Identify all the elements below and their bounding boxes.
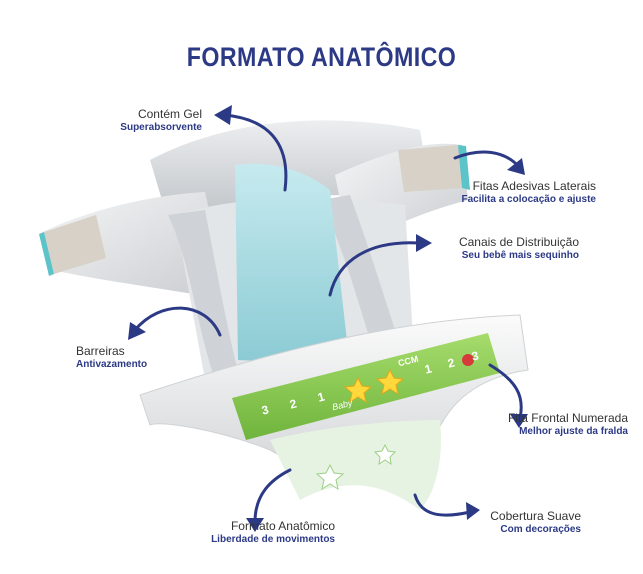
- left-tab: [44, 215, 106, 274]
- arrowhead: [510, 414, 528, 428]
- arrow-barriers: [133, 306, 222, 337]
- ladybug: [462, 354, 474, 366]
- arrow-anatomic: [253, 468, 292, 524]
- arrow-cover: [413, 493, 472, 517]
- arrow-gel: [223, 113, 288, 192]
- left-tab-edge: [39, 232, 54, 276]
- callout-sub: Facilita a colocação e ajuste: [461, 193, 596, 205]
- callout-sub: Superabsorvente: [120, 121, 202, 133]
- left-ruffle: [168, 210, 240, 380]
- callout-tapes: Fitas Adesivas Laterais Facilita a coloc…: [461, 179, 596, 205]
- callout-barriers: Barreiras Antivazamento: [76, 344, 148, 370]
- right-ruffle: [320, 195, 405, 365]
- arrow-channels: [328, 241, 422, 297]
- callout-gel: Contém Gel Superabsorvente: [120, 107, 202, 133]
- callout-sub: Seu bebê mais sequinho: [461, 249, 579, 261]
- callout-channels: Canais de Distribuição Seu bebê mais seq…: [458, 235, 579, 261]
- arrowhead: [507, 158, 525, 175]
- callout-main: Fitas Adesivas Laterais: [472, 179, 596, 193]
- callout-sub: Antivazamento: [76, 358, 148, 370]
- page-title: FORMATO ANATÔMICO: [186, 42, 457, 72]
- callout-main: Canais de Distribuição: [458, 235, 579, 249]
- arrow-heads: [128, 105, 528, 532]
- callout-main: Cobertura Suave: [490, 509, 581, 523]
- tape-star: [343, 376, 373, 404]
- arrowhead: [246, 518, 264, 532]
- callout-anatomic: Formato Anatômico Liberdade de movimento…: [211, 519, 335, 545]
- callout-sub: Com decorações: [500, 523, 581, 535]
- front-panel: [270, 420, 441, 510]
- arrowhead: [214, 105, 232, 125]
- tape-star: [375, 368, 405, 396]
- arrowhead: [466, 502, 480, 520]
- callout-main: Fita Frontal Numerada: [507, 411, 628, 425]
- callout-sub: Liberdade de movimentos: [211, 533, 335, 545]
- callout-main: Contém Gel: [137, 107, 202, 121]
- callout-main: Barreiras: [76, 344, 125, 358]
- arrowhead: [416, 234, 432, 252]
- panel-star: [315, 463, 345, 491]
- arrow-numbered: [488, 363, 523, 420]
- callout-numbered-tape: Fita Frontal Numerada Melhor ajuste da f…: [507, 411, 628, 437]
- callout-main: Formato Anatômico: [230, 519, 335, 533]
- gel-pad: [235, 163, 348, 361]
- right-tab: [398, 145, 462, 192]
- callout-sub: Melhor ajuste da fralda: [519, 425, 628, 437]
- callout-cover: Cobertura Suave Com decorações: [490, 509, 581, 535]
- panel-star: [373, 443, 397, 466]
- arrowhead: [128, 322, 146, 340]
